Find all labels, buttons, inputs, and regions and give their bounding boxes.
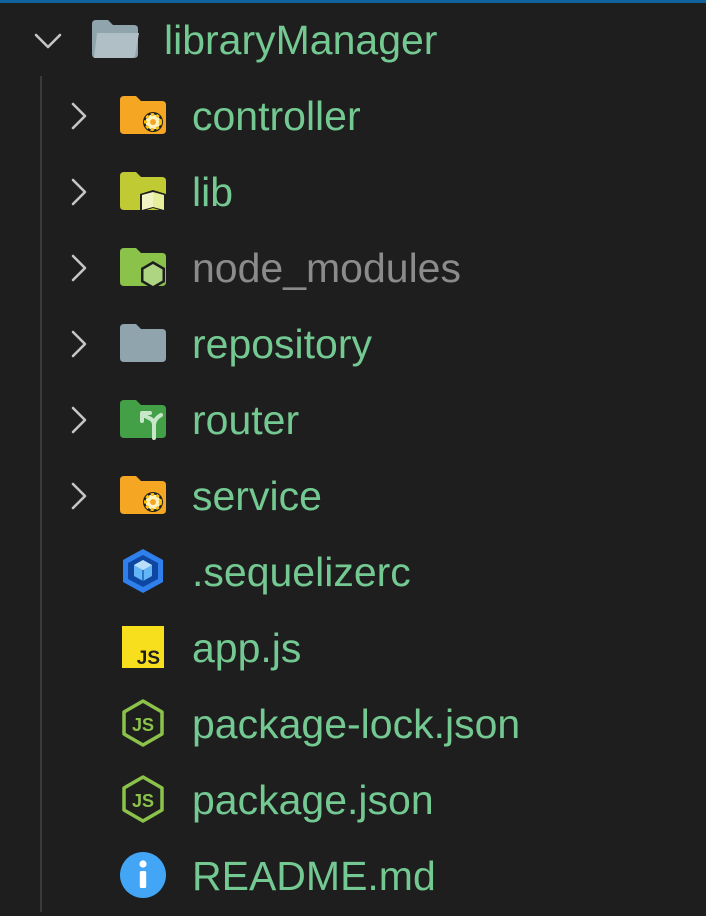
tree-item-label: repository	[192, 321, 373, 367]
tree-item-label: .sequelizerc	[192, 549, 411, 595]
chevron-right-icon[interactable]	[64, 482, 92, 510]
tree-item-label: app.js	[192, 625, 302, 671]
folder-open-icon	[92, 20, 139, 58]
tree-item-librarymanager[interactable]: libraryManager	[0, 2, 706, 78]
tree-item-sequelizerc[interactable]: .sequelizerc	[0, 534, 706, 610]
tree-item-router[interactable]: router	[0, 382, 706, 458]
tree-item-package-json[interactable]: JS package.json	[0, 762, 706, 838]
sequelize-icon	[123, 549, 163, 593]
chevron-right-icon[interactable]	[64, 406, 92, 434]
svg-text:JS: JS	[132, 791, 154, 811]
tree-item-controller[interactable]: controller	[0, 78, 706, 154]
folder-controller-icon	[120, 476, 166, 514]
focus-border	[0, 0, 706, 3]
chevron-right-icon[interactable]	[64, 330, 92, 358]
tree-item-label: README.md	[192, 853, 436, 899]
indent-guide	[40, 76, 42, 912]
nodejs-icon: JS	[122, 699, 164, 747]
chevron-right-icon[interactable]	[64, 254, 92, 282]
tree-item-service[interactable]: service	[0, 458, 706, 534]
svg-text:JS: JS	[132, 715, 154, 735]
tree-item-label: controller	[192, 93, 361, 139]
javascript-icon: JS	[122, 626, 164, 669]
tree-item-readme-md[interactable]: README.md	[0, 838, 706, 914]
tree-item-lib[interactable]: lib	[0, 154, 706, 230]
tree-item-label: package.json	[192, 777, 434, 823]
tree-item-label: lib	[192, 169, 234, 215]
chevron-right-icon[interactable]	[64, 178, 92, 206]
tree-item-label: node_modules	[192, 245, 461, 291]
tree-item-label: libraryManager	[164, 17, 438, 63]
chevron-down-icon[interactable]	[34, 26, 62, 54]
tree-item-label: service	[192, 473, 322, 519]
tree-item-label: package-lock.json	[192, 701, 521, 747]
folder-icon	[120, 324, 166, 362]
info-icon	[120, 852, 166, 898]
tree-item-label: router	[192, 397, 300, 443]
tree-item-node-modules[interactable]: node_modules	[0, 230, 706, 306]
folder-node-icon	[120, 248, 166, 289]
folder-controller-icon	[120, 96, 166, 134]
chevron-right-icon[interactable]	[64, 102, 92, 130]
svg-text:JS: JS	[137, 648, 160, 669]
folder-lib-icon	[120, 172, 166, 212]
nodejs-icon: JS	[122, 775, 164, 823]
folder-routes-icon	[120, 400, 166, 440]
tree-item-package-lock-json[interactable]: JS package-lock.json	[0, 686, 706, 762]
tree-item-app-js[interactable]: JS app.js	[0, 610, 706, 686]
tree-item-repository[interactable]: repository	[0, 306, 706, 382]
